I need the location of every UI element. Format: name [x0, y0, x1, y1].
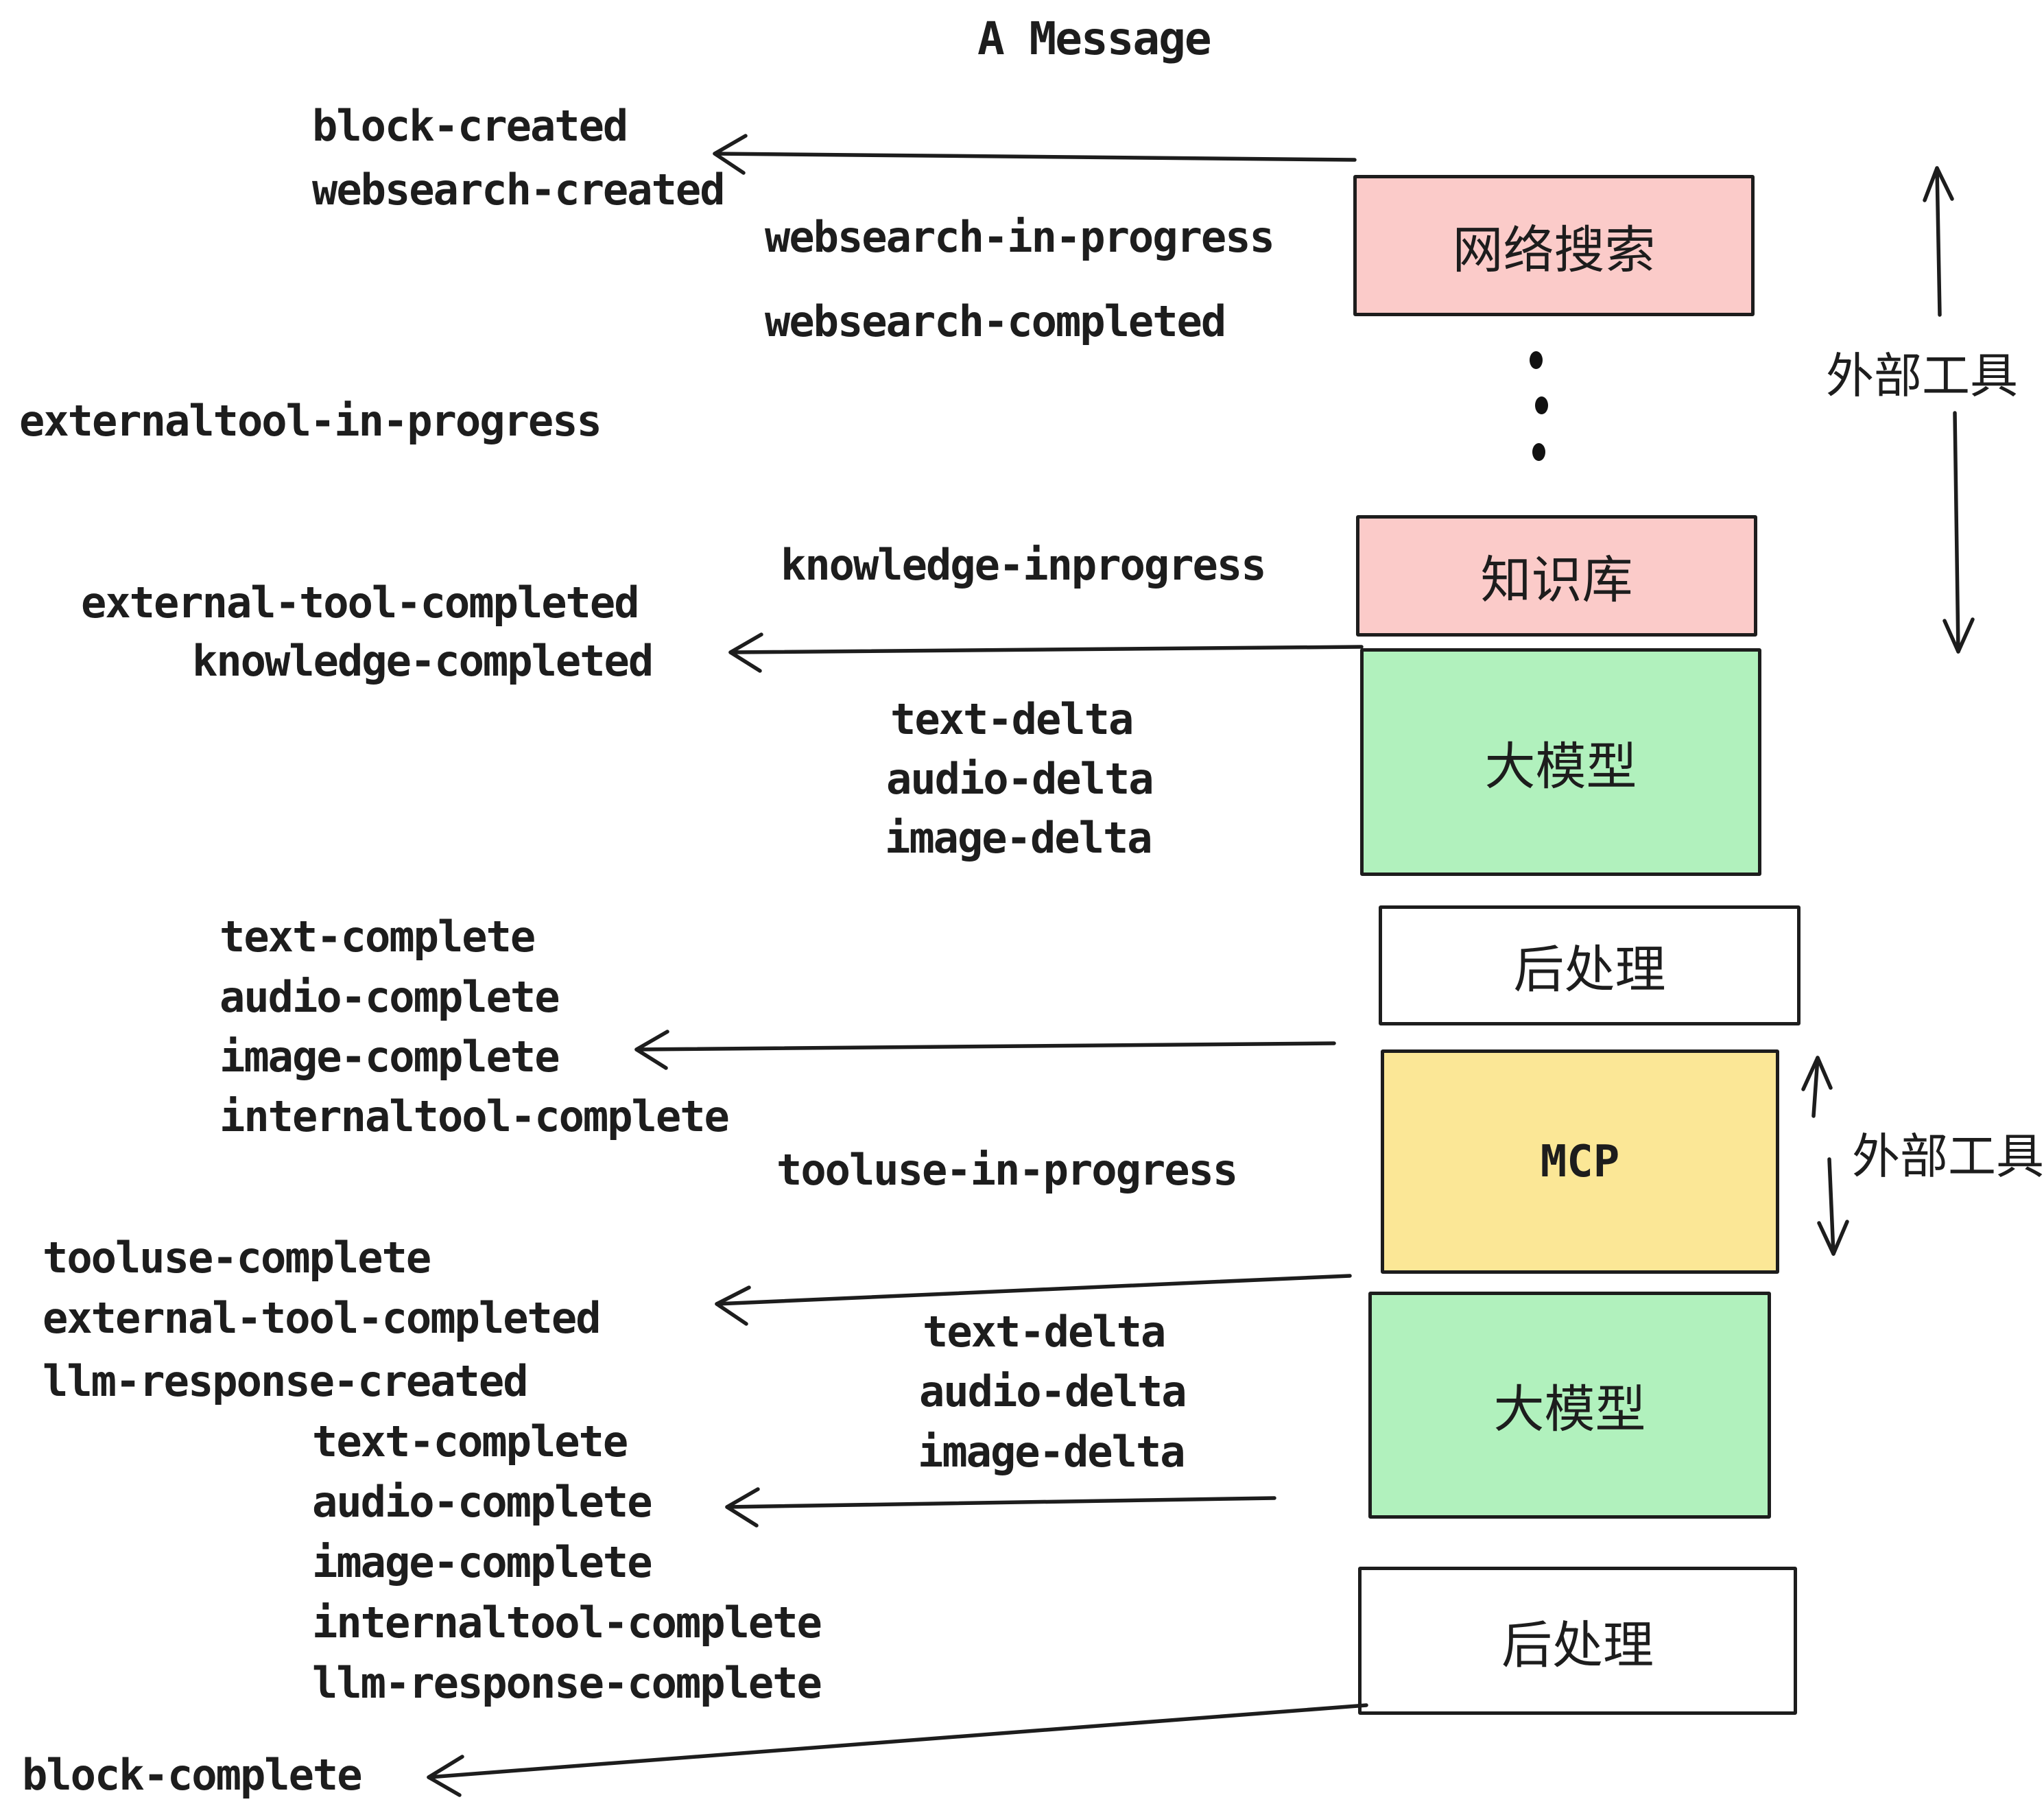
node-knowledge-base-label: 知识库 [1480, 551, 1633, 610]
event-external-tool-completed-2: external-tool-completed [43, 1293, 602, 1343]
event-websearch-completed: websearch-completed [765, 296, 1226, 346]
event-text-delta-1: text-delta [890, 694, 1134, 744]
node-llm-1-label: 大模型 [1484, 737, 1637, 796]
arrow-to-image-complete [634, 1030, 1336, 1070]
event-audio-delta-2: audio-delta [919, 1366, 1187, 1416]
node-mcp-label: MCP [1540, 1136, 1620, 1187]
event-audio-complete-2: audio-complete [312, 1477, 653, 1527]
node-knowledge-base: 知识库 [1356, 515, 1757, 637]
arrow-mcp-external-down [1817, 1157, 1849, 1256]
node-post-process-1-label: 后处理 [1513, 940, 1666, 999]
event-image-complete-2: image-complete [312, 1537, 653, 1587]
event-text-complete-1: text-complete [219, 912, 536, 962]
event-block-complete: block-complete [22, 1750, 363, 1800]
diagram-title: A Message [977, 12, 1212, 65]
node-web-search: 网络搜索 [1353, 175, 1755, 316]
event-knowledge-inprogress: knowledge-inprogress [781, 540, 1267, 590]
node-mcp: MCP [1381, 1049, 1779, 1274]
event-tooluse-complete: tooluse-complete [43, 1233, 431, 1283]
event-internaltool-complete-2: internaltool-complete [312, 1598, 822, 1648]
arrow-mcp-external-up [1801, 1056, 1833, 1118]
label-external-tools-top: 外部工具 [1826, 348, 2018, 404]
event-image-delta-1: image-delta [885, 813, 1153, 863]
arrow-external-tools-down [1942, 411, 1975, 654]
arrow-to-websearch-created [713, 134, 1357, 175]
event-llm-response-created: llm-response-created [43, 1356, 529, 1406]
event-block-created: block-created [312, 101, 628, 151]
node-llm-2: 大模型 [1368, 1292, 1771, 1519]
node-post-process-2: 后处理 [1358, 1567, 1797, 1715]
node-post-process-2-label: 后处理 [1501, 1615, 1654, 1675]
arrow-to-block-complete [427, 1703, 1368, 1797]
node-web-search-label: 网络搜索 [1452, 220, 1656, 280]
dot [1535, 396, 1548, 414]
event-image-complete-1: image-complete [219, 1032, 560, 1082]
label-external-tools-mcp: 外部工具 [1852, 1128, 2044, 1185]
event-image-delta-2: image-delta [918, 1427, 1186, 1477]
event-websearch-in-progress: websearch-in-progress [765, 212, 1275, 262]
node-llm-2-label: 大模型 [1493, 1380, 1646, 1439]
event-internaltool-complete-1: internaltool-complete [219, 1091, 730, 1141]
event-llm-response-complete: llm-response-complete [312, 1658, 822, 1708]
arrow-external-tools-up [1923, 166, 1954, 317]
dot [1530, 351, 1543, 369]
event-audio-delta-1: audio-delta [886, 754, 1154, 804]
arrow-to-audio-complete [725, 1487, 1276, 1528]
event-audio-complete-1: audio-complete [219, 972, 560, 1022]
arrow-to-knowledge-completed [728, 632, 1364, 673]
event-text-delta-2: text-delta [923, 1307, 1166, 1357]
event-externaltool-in-progress: externaltool-in-progress [19, 396, 602, 446]
node-post-process-1: 后处理 [1379, 905, 1801, 1025]
event-websearch-created: websearch-created [312, 165, 726, 215]
event-knowledge-completed: knowledge-completed [192, 636, 654, 686]
event-external-tool-completed-1: external-tool-completed [81, 578, 640, 628]
event-tooluse-in-progress: tooluse-in-progress [776, 1145, 1238, 1195]
node-llm-1: 大模型 [1360, 648, 1761, 876]
dot [1532, 443, 1545, 461]
event-text-complete-2: text-complete [312, 1416, 628, 1467]
